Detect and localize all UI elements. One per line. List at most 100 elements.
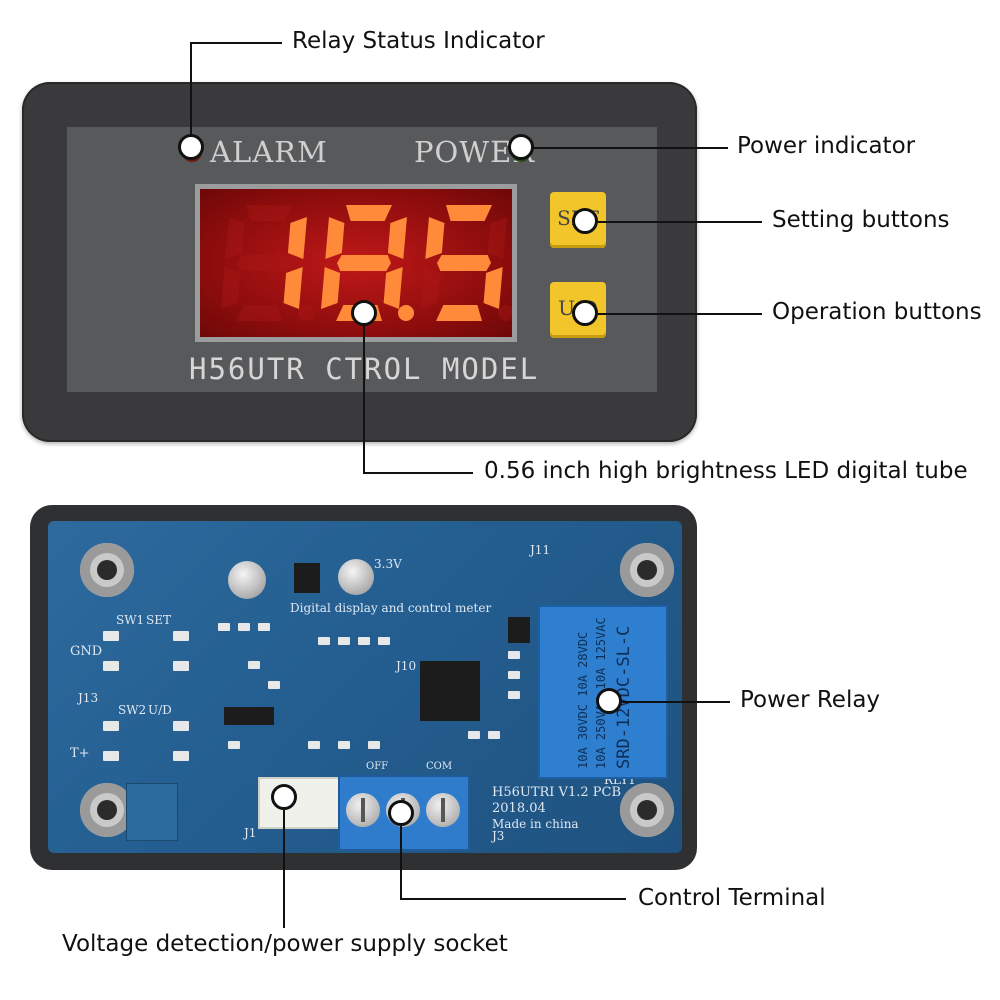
mount-hole-icon [620, 783, 674, 837]
callout-line [534, 147, 728, 149]
front-panel-bezel: ALARM POWER H56UTR CTROL MODEL SET U/D [22, 82, 697, 442]
callout-relay-status: Relay Status Indicator [292, 28, 545, 54]
callout-line [598, 221, 762, 223]
pcb-j1-label: J1 [244, 826, 257, 840]
pcb-board-name: H56UTRI V1.2 PCB [492, 785, 622, 800]
callout-dot [388, 800, 414, 826]
callout-setting-buttons: Setting buttons [772, 207, 950, 233]
smd-resistor [368, 741, 380, 749]
digit-0-segment-d [236, 305, 282, 321]
digit-1-segment-b [387, 217, 407, 259]
switch-pad [103, 661, 119, 671]
pcb-com-label: COM [426, 761, 453, 772]
pcb-sw2-label: SW2 [118, 703, 147, 717]
rear-case: Digital display and control meter GND SW… [30, 505, 697, 870]
front-panel-face: ALARM POWER H56UTR CTROL MODEL SET U/D [67, 127, 657, 392]
smd-resistor [258, 623, 270, 631]
smd-resistor [268, 681, 280, 689]
pcb-33v-label: 3.3V [374, 557, 402, 571]
regulator-chip [294, 563, 320, 593]
digit-2-segment-g [437, 255, 491, 271]
electrolytic-capacitor [338, 559, 374, 595]
digit-2-segment-e [421, 267, 441, 309]
digit-1-decimal-point [398, 305, 414, 321]
digit-1-segment-e [321, 267, 341, 309]
switch-pad [173, 721, 189, 731]
smd-resistor [218, 623, 230, 631]
callout-dot [271, 784, 297, 810]
alarm-label: ALARM [210, 135, 328, 169]
callout-voltage-socket: Voltage detection/power supply socket [62, 931, 508, 957]
digit-2-segment-f [425, 217, 445, 259]
pcb-board: Digital display and control meter GND SW… [48, 521, 682, 853]
smd-resistor [338, 637, 350, 645]
smd-resistor [508, 691, 520, 699]
smd-resistor [338, 741, 350, 749]
callout-line [190, 42, 192, 144]
callout-line [400, 826, 402, 900]
pcb-j3-label: J3 [492, 829, 505, 843]
callout-line [400, 898, 626, 900]
switch-pad [103, 751, 119, 761]
pcb-title: Digital display and control meter [290, 601, 492, 615]
switch-pad [173, 661, 189, 671]
callout-dot [178, 134, 204, 160]
switch-pad [173, 751, 189, 761]
pcb-board-date: 2018.04 [492, 801, 546, 816]
callout-line [622, 701, 730, 703]
mount-hole-icon [80, 783, 134, 837]
callout-power-indicator: Power indicator [737, 133, 916, 159]
smd-resistor [248, 661, 260, 669]
digit-1-segment-g [337, 255, 391, 271]
callout-led-tube: 0.56 inch high brightness LED digital tu… [484, 458, 968, 484]
smd-resistor [468, 731, 480, 739]
mount-hole-icon [620, 543, 674, 597]
digit-0-segment-f [225, 217, 245, 259]
switch-pad [103, 721, 119, 731]
pcb-j13-label: J13 [78, 691, 99, 705]
callout-line [283, 810, 285, 928]
mount-hole-icon [80, 543, 134, 597]
digit-0-segment-e [221, 267, 241, 309]
pcb-tplus-label: T+ [70, 746, 90, 761]
digit-1-segment-c [383, 267, 403, 309]
smd-resistor [488, 731, 500, 739]
seven-segment-digits [221, 205, 512, 321]
digit-2-segment-c [483, 267, 503, 309]
digit-1-segment-a [346, 205, 392, 221]
switch-pad [103, 631, 119, 641]
smd-resistor [378, 637, 390, 645]
pcb-board-origin: Made in china [492, 817, 579, 831]
digit-0-segment-b [287, 217, 307, 259]
digit-0-decimal-point [298, 305, 314, 321]
callout-dot [572, 300, 598, 326]
pcb-j10-label: J10 [396, 659, 417, 673]
callout-line [598, 313, 762, 315]
digit-1-segment-f [325, 217, 345, 259]
pcb-ud-label: U/D [148, 703, 172, 717]
relay-rating-dc: 10A 30VDC 10A 28VDC [576, 631, 590, 769]
pcb-j11-label: J11 [530, 543, 551, 557]
digit-0-segment-g [237, 255, 291, 271]
microcontroller-chip [420, 661, 480, 721]
callout-dot [351, 300, 377, 326]
smd-resistor [228, 741, 240, 749]
transistor-chip [508, 617, 530, 643]
digit-2-decimal-point [498, 305, 512, 321]
ceramic-block [126, 783, 178, 841]
smd-resistor [238, 623, 250, 631]
callout-line [363, 472, 473, 474]
callout-power-relay: Power Relay [740, 687, 881, 713]
digit-0-segment-a [246, 205, 292, 221]
digit-0-segment-c [283, 267, 303, 309]
callout-line [190, 42, 282, 44]
pcb-gnd-label: GND [70, 644, 103, 659]
pcb-off-label: OFF [366, 761, 389, 772]
screw-icon [426, 793, 460, 827]
pcb-sw1-label: SW1 [116, 613, 145, 627]
callout-dot [596, 688, 622, 714]
electrolytic-capacitor [228, 561, 266, 599]
digit-2-segment-b [487, 217, 507, 259]
smd-resistor [308, 741, 320, 749]
smd-resistor [318, 637, 330, 645]
